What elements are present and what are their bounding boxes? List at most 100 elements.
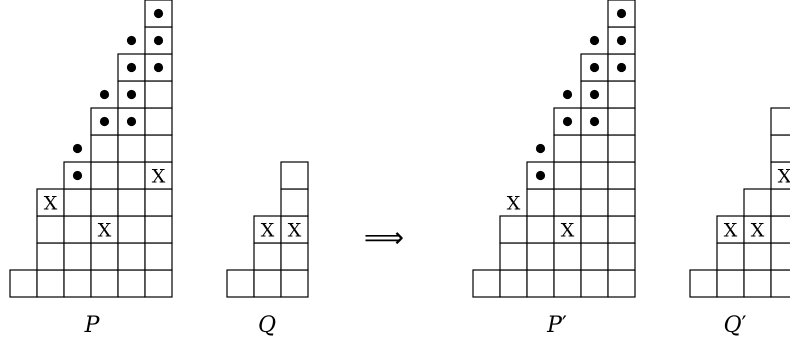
cell [526, 269, 555, 298]
cell [770, 269, 790, 298]
cell [607, 242, 636, 271]
cell [36, 269, 65, 298]
caption-p: P [84, 313, 101, 338]
cell [90, 161, 119, 190]
cell [770, 215, 790, 244]
dot-mark [589, 62, 600, 73]
cell [580, 134, 609, 163]
cell [770, 134, 790, 163]
cell [253, 242, 282, 271]
x-mark: X [261, 220, 275, 242]
cell [280, 269, 309, 298]
cell [144, 80, 173, 109]
cell [280, 188, 309, 217]
dot-mark [589, 89, 600, 100]
dot-mark [126, 116, 137, 127]
cell [716, 242, 745, 271]
cell [117, 134, 146, 163]
cell [553, 161, 582, 190]
cell [607, 107, 636, 136]
cell [499, 269, 528, 298]
x-mark: X [561, 220, 575, 242]
cell [117, 269, 146, 298]
caption-p-prime: P′ [546, 313, 567, 338]
cell [144, 215, 173, 244]
cell [499, 242, 528, 271]
cell [36, 188, 65, 217]
dot-mark [535, 170, 546, 181]
cell [526, 188, 555, 217]
cell [117, 188, 146, 217]
x-mark: X [98, 220, 112, 242]
cell [117, 242, 146, 271]
cell [90, 242, 119, 271]
cell [144, 107, 173, 136]
cell [499, 215, 528, 244]
cell [607, 188, 636, 217]
implies-arrow: ⟹ [364, 221, 404, 254]
cell [689, 269, 718, 298]
cell [607, 26, 636, 55]
cell [90, 269, 119, 298]
x-mark: X [778, 166, 790, 188]
cell [770, 242, 790, 271]
cell [117, 161, 146, 190]
cell [553, 188, 582, 217]
cell [743, 269, 772, 298]
dot-mark [616, 62, 627, 73]
cell [63, 269, 92, 298]
dot-mark [153, 8, 164, 19]
cell [770, 188, 790, 217]
x-mark: X [152, 166, 166, 188]
x-mark: X [288, 220, 302, 242]
cell [743, 242, 772, 271]
dot-mark [99, 116, 110, 127]
cell [716, 269, 745, 298]
dot-mark [589, 116, 600, 127]
cell [580, 269, 609, 298]
cell [526, 242, 555, 271]
cell [607, 134, 636, 163]
cell [580, 242, 609, 271]
cell [63, 242, 92, 271]
dot-mark [126, 62, 137, 73]
cell [90, 188, 119, 217]
cell [553, 134, 582, 163]
cell [472, 269, 501, 298]
dot-mark [126, 89, 137, 100]
dot-mark [72, 170, 83, 181]
young-diagram-p: XXX [9, 0, 173, 298]
x-mark: X [751, 220, 765, 242]
cell [144, 161, 173, 190]
cell [526, 215, 555, 244]
dot-mark [616, 8, 627, 19]
dot-mark [562, 116, 573, 127]
cell [280, 242, 309, 271]
cell [144, 242, 173, 271]
cell [63, 188, 92, 217]
caption-q-prime: Q′ [723, 313, 746, 338]
cell [580, 215, 609, 244]
cell [36, 215, 65, 244]
cell [90, 134, 119, 163]
caption-q: Q [258, 313, 276, 338]
cell [253, 269, 282, 298]
cell [144, 269, 173, 298]
cell [9, 269, 38, 298]
cell [553, 269, 582, 298]
dot-mark [589, 35, 600, 46]
cell [580, 161, 609, 190]
dot-mark [72, 143, 83, 154]
cell [607, 215, 636, 244]
dot-mark [562, 89, 573, 100]
cell [253, 215, 282, 244]
cell [553, 242, 582, 271]
cell [144, 188, 173, 217]
dot-mark [99, 89, 110, 100]
cell [36, 242, 65, 271]
x-mark: X [507, 193, 521, 215]
cell [580, 188, 609, 217]
